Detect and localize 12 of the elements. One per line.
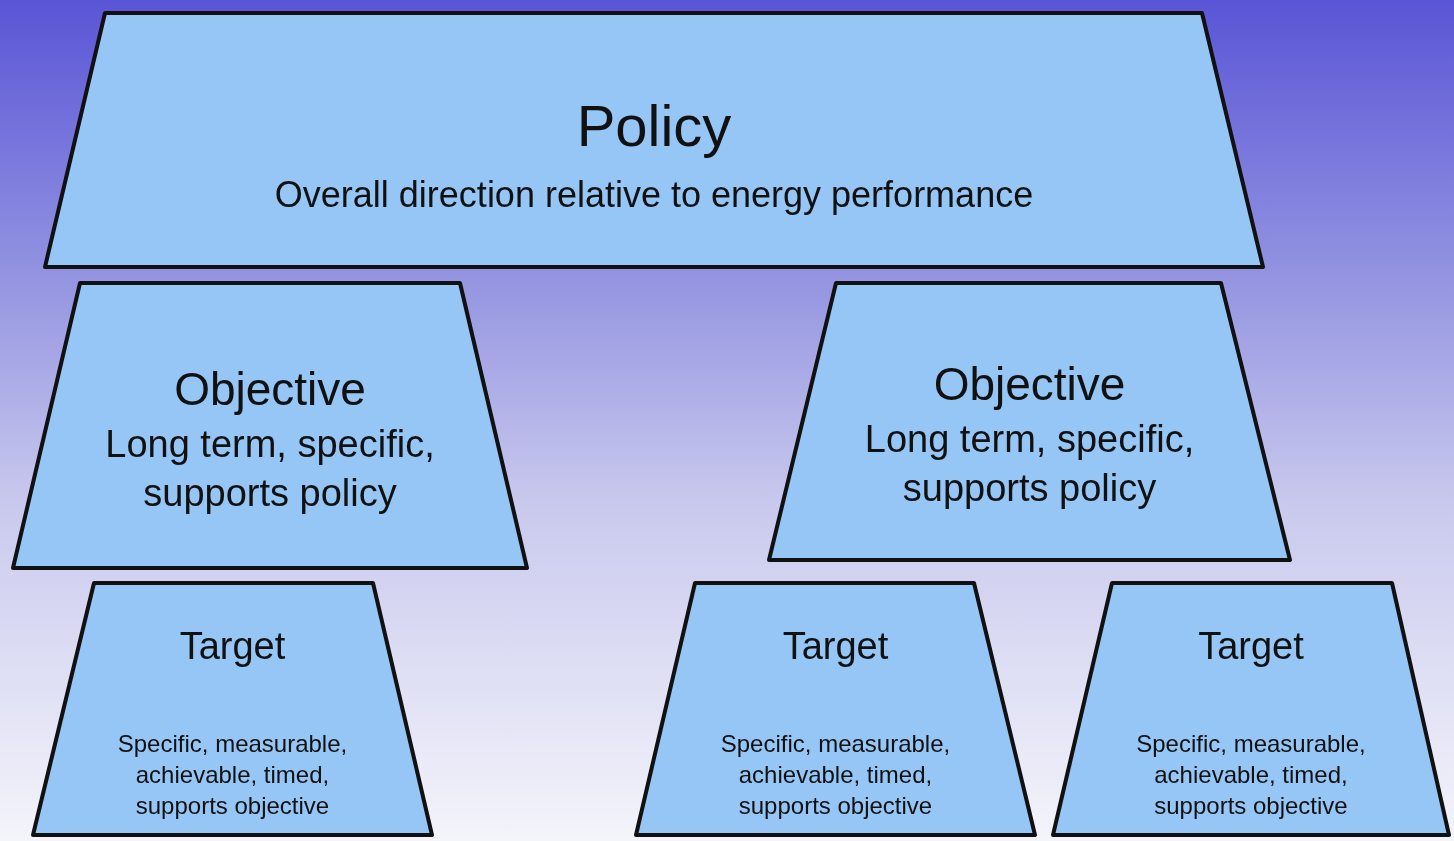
level-description: Specific, measurable, achievable, timed, supports objective <box>719 729 952 822</box>
level-heading: Target <box>782 625 889 668</box>
level-heading: Policy <box>576 92 732 159</box>
level-description: Overall direction relative to energy performance <box>273 173 1035 217</box>
level-heading: Target <box>179 625 286 668</box>
level-heading: Objective <box>174 362 366 416</box>
level-heading: Target <box>1198 625 1304 668</box>
level-heading: Objective <box>933 357 1126 411</box>
level-description: Long term, specific, supports policy <box>104 422 436 517</box>
level-description: Specific, measurable, achievable, timed, supports objective <box>116 729 349 822</box>
level-description: Specific, measurable, achievable, timed, supports objective <box>1135 729 1367 822</box>
level-description: Long term, specific, supports policy <box>863 417 1196 512</box>
